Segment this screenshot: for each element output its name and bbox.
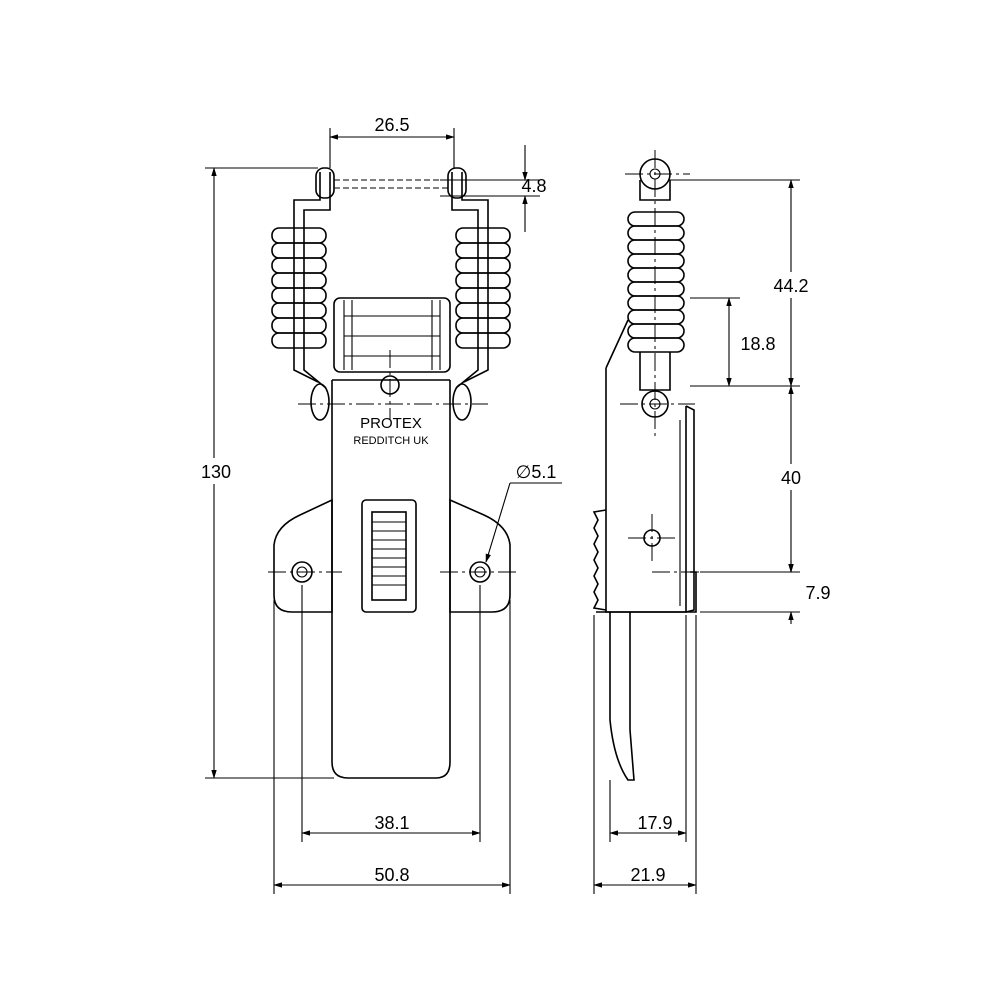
top-pin — [315, 167, 335, 199]
origin-marking: REDDITCH UK — [353, 435, 429, 447]
dim-pin-width: 26.5 — [374, 115, 409, 135]
spring-right — [455, 227, 511, 349]
front-dimensions: 26.5 4.8 130 ∅5.1 38.1 50.8 — [196, 115, 562, 894]
lever-body — [331, 380, 451, 779]
dim-hole-spacing: 38.1 — [374, 813, 409, 833]
side-serrations — [592, 509, 607, 611]
dim-side-lower: 7.9 — [805, 583, 830, 603]
dim-side-depth-inner: 17.9 — [637, 813, 672, 833]
side-lever — [605, 319, 687, 613]
side-dimensions: 44.2 18.8 40 7.9 17.9 21.9 — [593, 179, 831, 894]
dim-side-mid: 40 — [781, 468, 801, 488]
dim-side-depth-outer: 21.9 — [630, 865, 665, 885]
wire-loop — [293, 172, 321, 383]
roller — [333, 297, 451, 373]
base-plate — [273, 498, 333, 613]
side-tail — [609, 612, 635, 781]
dim-hole-diameter: ∅5.1 — [516, 462, 557, 482]
dim-pin-thickness: 4.8 — [521, 176, 546, 196]
spring-left — [271, 227, 327, 349]
front-view: PROTEX REDDITCH UK — [268, 167, 516, 779]
side-spring — [627, 211, 685, 353]
dim-side-upper: 44.2 — [773, 276, 808, 296]
hinge-right — [452, 383, 472, 421]
brand-marking: PROTEX — [360, 415, 422, 432]
side-view — [592, 150, 700, 781]
side-base-plate — [596, 571, 697, 613]
dim-overall-length: 130 — [201, 462, 231, 482]
release-button — [361, 499, 417, 613]
dim-side-spring: 18.8 — [740, 334, 775, 354]
hinge-left — [310, 383, 330, 421]
dim-base-width: 50.8 — [374, 865, 409, 885]
